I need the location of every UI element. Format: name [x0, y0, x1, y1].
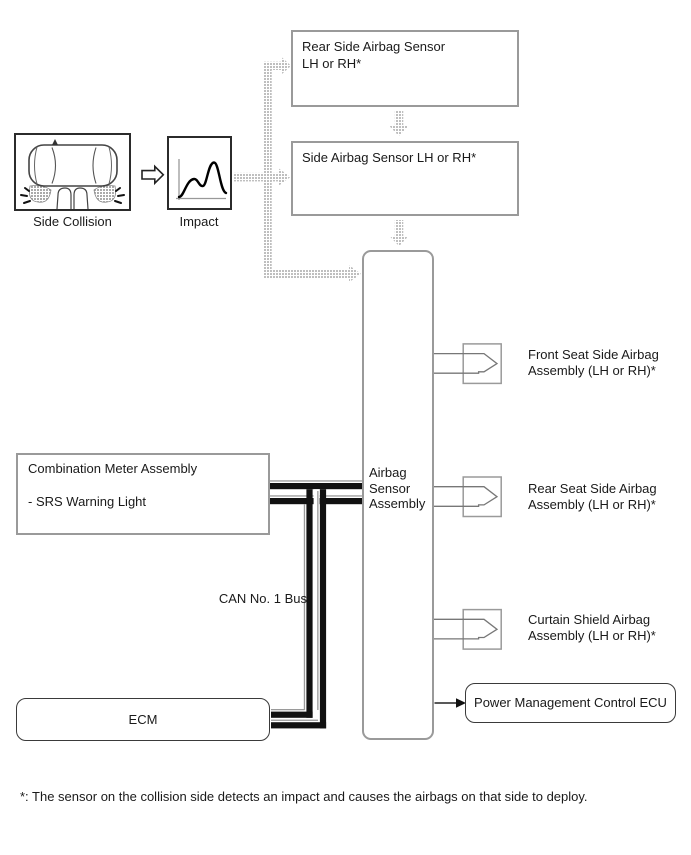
can-bus-label: CAN No. 1 Bus: [218, 591, 307, 606]
curtain-shield-squib-connector-icon: [434, 608, 502, 650]
sensor-chain-down-arrow-1: [389, 110, 409, 136]
curtain-shield-airbag-label: Curtain Shield Airbag Assembly (LH or RH…: [528, 612, 656, 643]
side-collision-label: Side Collision: [33, 214, 112, 229]
rear-seat-squib-connector-icon: [434, 476, 502, 518]
side-collision-image-frame: [14, 133, 131, 211]
impact-image-frame: [167, 136, 232, 210]
impact-waveform-icon: [176, 159, 228, 200]
car-side-collision-icon: [20, 139, 125, 209]
rear-seat-airbag-label: Rear Seat Side Airbag Assembly (LH or RH…: [528, 481, 657, 512]
airbag-sensor-assembly-box: Airbag Sensor Assembly: [362, 250, 434, 740]
block-arrow-icon: [141, 164, 165, 186]
power-management-arrow: [434, 698, 466, 708]
side-airbag-sensor-box: Side Airbag Sensor LH or RH*: [291, 141, 519, 216]
side-airbag-sensor-label: Side Airbag Sensor LH or RH*: [302, 150, 477, 165]
ecm-label: ECM: [128, 711, 158, 727]
footnote: *: The sensor on the collision side dete…: [20, 789, 588, 804]
ecm-box: ECM: [16, 698, 270, 741]
rear-side-airbag-sensor-label: Rear Side Airbag Sensor LH or RH*: [302, 39, 446, 71]
airbag-sensor-assembly-label: Airbag Sensor Assembly: [369, 465, 426, 511]
sensor-chain-down-arrow-2: [389, 220, 409, 246]
impact-label: Impact: [179, 214, 219, 229]
combination-meter-box: Combination Meter Assembly - SRS Warning…: [16, 453, 270, 535]
power-management-ecu-label: Power Management Control ECU: [474, 695, 667, 711]
front-seat-airbag-label: Front Seat Side Airbag Assembly (LH or R…: [528, 347, 659, 378]
front-seat-squib-connector-icon: [434, 343, 502, 385]
power-management-ecu-box: Power Management Control ECU: [465, 683, 676, 723]
srs-warning-light-item: - SRS Warning Light: [28, 494, 147, 509]
combination-meter-title: Combination Meter Assembly: [28, 461, 198, 476]
rear-side-airbag-sensor-box: Rear Side Airbag Sensor LH or RH*: [291, 30, 519, 107]
